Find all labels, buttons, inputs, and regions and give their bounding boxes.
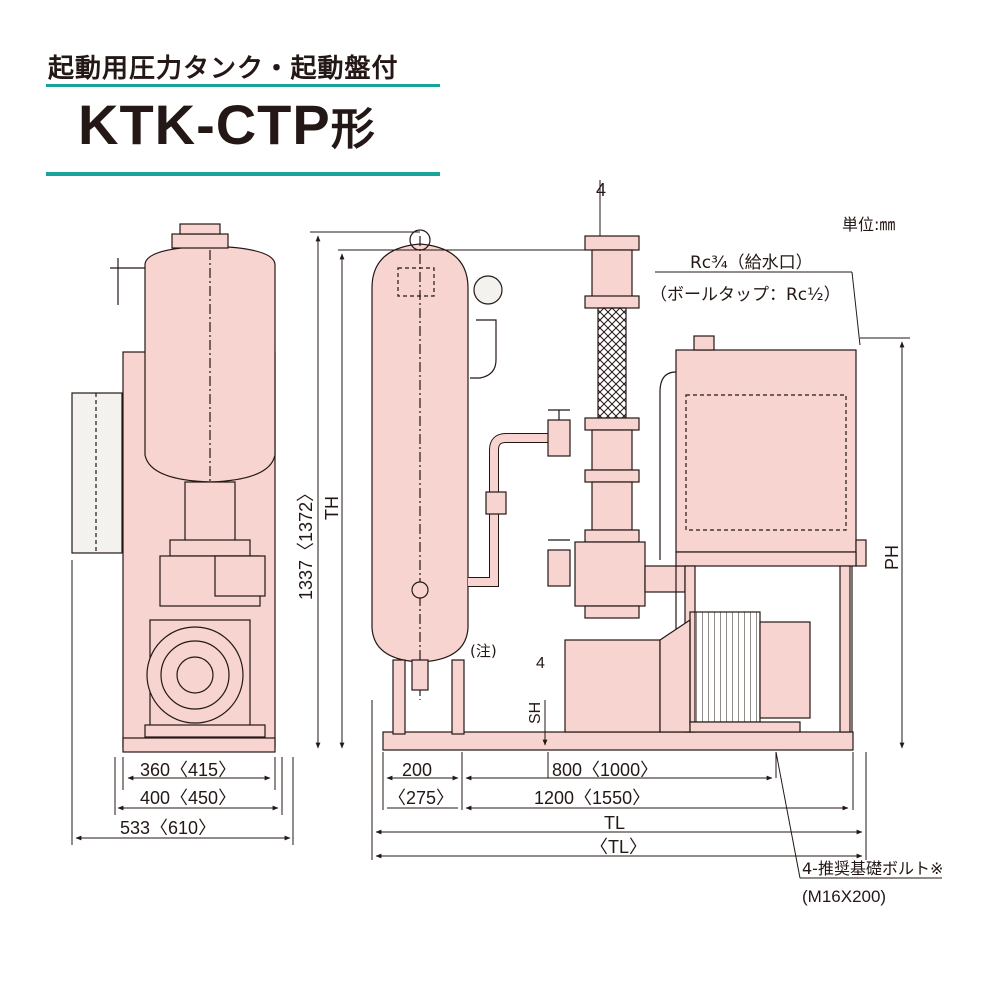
note-label: (注) bbox=[470, 642, 497, 660]
side-base bbox=[122, 737, 276, 753]
bolt-size-label: (M16X200) bbox=[802, 887, 886, 906]
water-tank bbox=[675, 349, 857, 553]
water-inlet-label: Rc³⁄₄（給水口） bbox=[690, 253, 813, 273]
title-underline bbox=[46, 172, 440, 176]
mark-4-top: 4 bbox=[596, 180, 606, 200]
dim-front-200: 200 bbox=[402, 760, 432, 780]
front-base bbox=[382, 731, 854, 751]
dim-height-sh: SH bbox=[527, 702, 544, 724]
subtitle-underline bbox=[46, 84, 440, 87]
front-pump bbox=[564, 639, 661, 733]
mark-4-mid: 4 bbox=[536, 655, 545, 672]
model-suffix: 形 bbox=[330, 104, 376, 155]
flex-hose bbox=[597, 307, 627, 419]
dim-front-tl-alt: 〈TL〉 bbox=[590, 837, 647, 857]
dim-height-ph: PH bbox=[882, 545, 902, 570]
subtitle: 起動用圧力タンク・起動盤付 bbox=[48, 54, 399, 84]
model-name: KTK-CTP bbox=[78, 93, 331, 156]
dim-front-275: 〈275〉 bbox=[388, 788, 454, 808]
dim-front-tl: TL bbox=[604, 813, 625, 833]
dim-side-533: 533〈610〉 bbox=[120, 818, 216, 838]
ball-tap-label: （ボールタップ：Rc¹⁄₂） bbox=[650, 285, 841, 305]
dim-front-800: 800〈1000〉 bbox=[552, 760, 658, 780]
dim-front-1200: 1200〈1550〉 bbox=[534, 788, 650, 808]
dim-height-th: TH bbox=[322, 496, 342, 520]
control-panel bbox=[71, 392, 123, 554]
dim-height-1337: 1337〈1372〉 bbox=[296, 484, 316, 600]
foundation-bolt-label: 4-推奨基礎ボルト※ bbox=[802, 859, 943, 878]
dim-side-400: 400〈450〉 bbox=[140, 788, 236, 808]
front-view bbox=[371, 229, 867, 751]
motor bbox=[689, 611, 761, 723]
dim-side-360: 360〈415〉 bbox=[140, 760, 236, 780]
unit-label: 単位:㎜ bbox=[842, 215, 895, 234]
side-view bbox=[71, 223, 276, 753]
model-title: KTK-CTP形 bbox=[78, 92, 376, 157]
